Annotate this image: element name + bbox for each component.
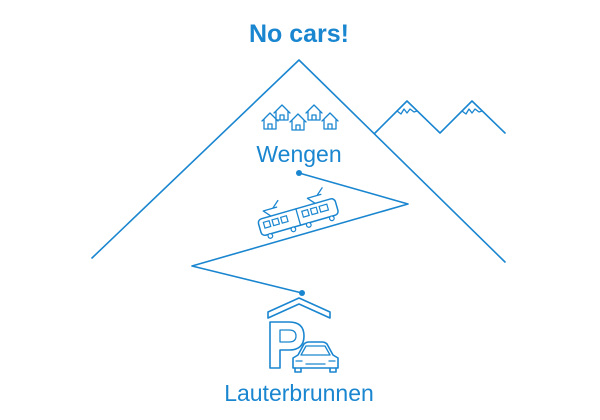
- snowy-mountains-icon: [374, 100, 506, 134]
- train-icon: [257, 187, 339, 239]
- page-title: No cars!: [249, 20, 349, 48]
- route-end-dot: [299, 290, 305, 296]
- route-start-dot: [296, 170, 302, 176]
- houses-icon: [261, 104, 339, 131]
- railway-route: [191, 172, 409, 294]
- lauterbrunnen-label: Lauterbrunnen: [224, 380, 374, 406]
- car-icon: [292, 341, 339, 373]
- wengen-label: Wengen: [256, 141, 341, 167]
- parking-icon: [267, 297, 331, 369]
- main-mountain-outline: [91, 59, 506, 263]
